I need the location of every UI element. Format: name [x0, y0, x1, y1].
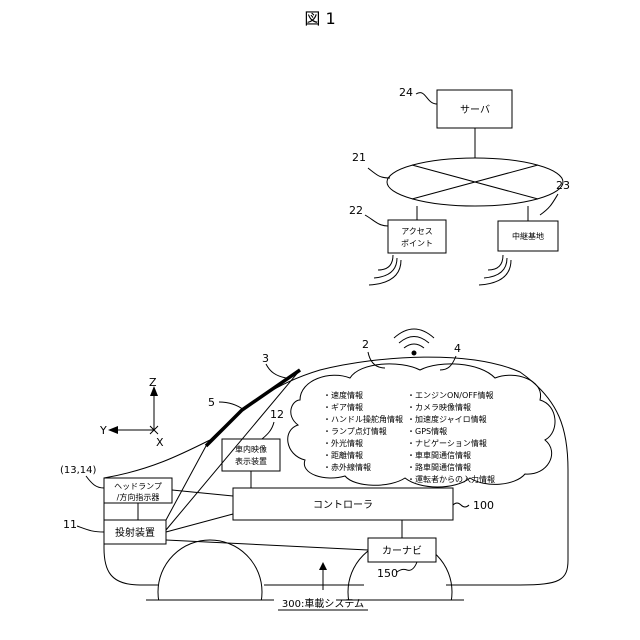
info-right-item: ・車車間通信情報: [407, 450, 471, 460]
relay-base-wave-icon: [479, 255, 511, 285]
display-device-leader: [262, 422, 274, 439]
projector-label: 投射装置: [115, 526, 155, 539]
display-device-line2: 表示装置: [235, 456, 267, 466]
projector-ref: 11: [63, 518, 77, 531]
access-point-line2: ポイント: [401, 239, 433, 248]
server-ref: 24: [399, 86, 413, 99]
headlamp-line2: /方向指示器: [117, 492, 160, 502]
info-right-item: ・運転者からの入力情報: [407, 474, 495, 484]
info-cloud-ref: 4: [454, 342, 461, 355]
relay-base-ref: 23: [556, 179, 570, 192]
axis-indicator: [108, 386, 158, 434]
projector-navi-link: [166, 540, 368, 550]
info-right-item: ・エンジンON/OFF情報: [407, 390, 493, 400]
system-arrow-icon: [319, 562, 327, 570]
navi-leader: [397, 562, 417, 572]
relay-base-label: 中継基地: [512, 231, 544, 241]
info-left-item: ・ギア情報: [323, 402, 363, 412]
hud-ref: 5: [208, 396, 215, 409]
access-point-line1: アクセス: [401, 227, 433, 236]
network-ref: 21: [352, 151, 366, 164]
display-device-ref: 12: [270, 408, 284, 421]
info-list-left: ・速度情報 ・ギア情報 ・ハンドル操舵角情報 ・ランプ点灯情報 ・外光情報 ・距…: [323, 390, 403, 472]
info-left-item: ・外光情報: [323, 438, 363, 448]
controller-ref: 100: [473, 499, 494, 512]
navi-ref: 150: [377, 567, 398, 580]
info-right-item: ・加速度ジャイロ情報: [407, 414, 487, 424]
projector-leader: [77, 526, 104, 532]
navi-label: カーナビ: [382, 545, 422, 557]
headlamp-leader: [86, 476, 104, 488]
server-leader: [416, 93, 437, 104]
controller-label: コントローラ: [313, 499, 373, 511]
info-left-item: ・ランプ点灯情報: [323, 426, 387, 436]
access-point-wave-icon: [369, 255, 401, 285]
info-right-item: ・ナビゲーション情報: [407, 438, 487, 448]
info-left-item: ・赤外線情報: [323, 462, 371, 472]
info-right-item: ・路車間通信情報: [407, 462, 471, 472]
axis-y-label: Y: [99, 424, 107, 437]
system-label: 300:車載システム: [282, 597, 364, 610]
windshield: [206, 370, 300, 446]
server-label: サーバ: [460, 104, 490, 116]
access-point-ref: 22: [349, 204, 363, 217]
access-point-box: [388, 220, 446, 253]
axis-x-label: X: [156, 436, 164, 449]
info-left-item: ・ハンドル操舵角情報: [323, 414, 403, 424]
info-left-item: ・距離情報: [323, 450, 363, 460]
axis-z-label: Z: [149, 376, 157, 389]
info-list-right: ・エンジンON/OFF情報 ・カメラ映像情報 ・加速度ジャイロ情報 ・GPS情報…: [407, 390, 495, 484]
hud-leader: [219, 402, 244, 410]
info-right-item: ・GPS情報: [407, 426, 447, 436]
projector-controller-link: [166, 514, 233, 532]
vehicle-body-ref: 2: [362, 338, 369, 351]
controller-leader: [453, 503, 469, 507]
headlamp-ref: (13,14): [60, 465, 97, 476]
display-device-line1: 車内映像: [235, 444, 267, 454]
access-point-leader: [365, 215, 388, 226]
windshield-leader: [266, 364, 286, 378]
display-device-box: [222, 439, 280, 471]
windshield-ref: 3: [262, 352, 269, 365]
headlamp-line1: ヘッドランプ: [114, 482, 162, 491]
network-leader: [368, 168, 390, 178]
vehicle-wave-icon: [394, 329, 434, 356]
info-right-item: ・カメラ映像情報: [407, 402, 471, 412]
info-left-item: ・速度情報: [323, 390, 363, 400]
figure-title: 図 1: [304, 9, 335, 28]
